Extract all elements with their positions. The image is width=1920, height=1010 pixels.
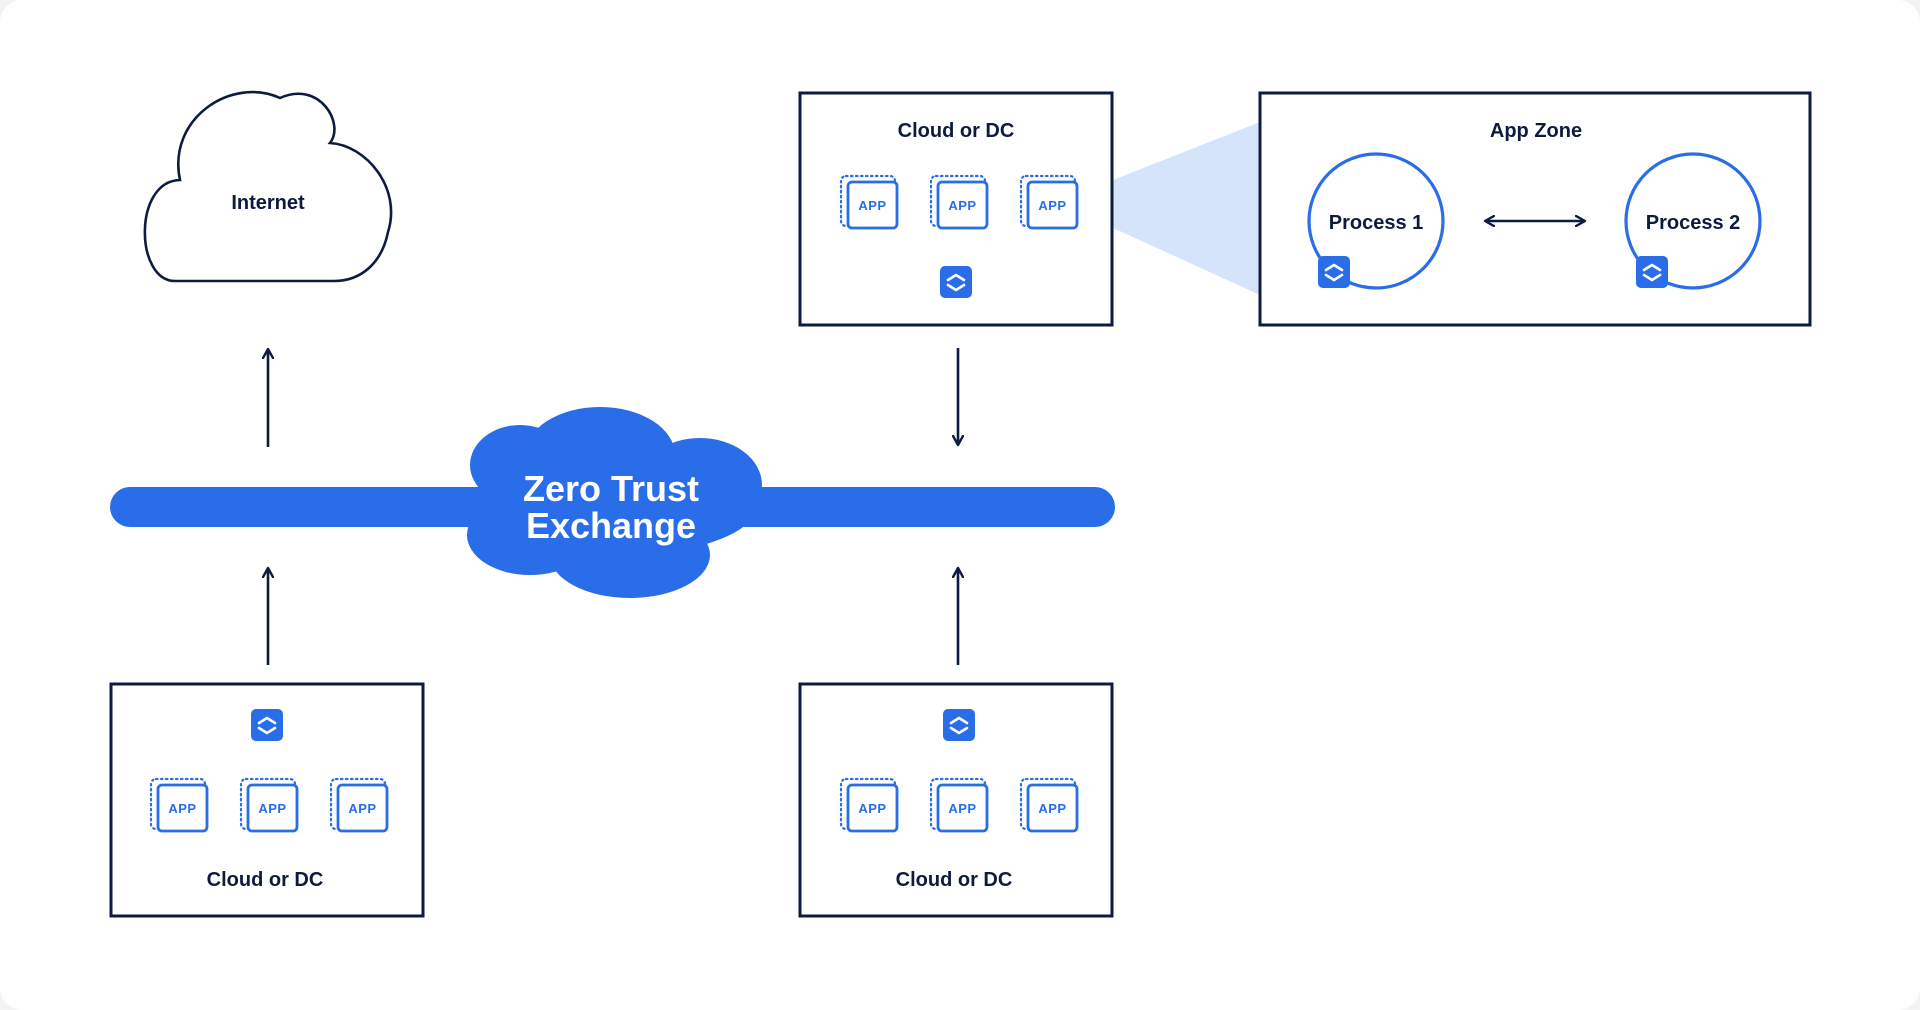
app-label: APP <box>258 801 286 816</box>
app-connector-icon <box>251 709 283 741</box>
app-connector-icon <box>940 266 972 298</box>
internet-label: Internet <box>231 192 305 214</box>
exchange-label-line1: Zero Trust <box>523 468 699 509</box>
app-icon: APP <box>839 174 899 230</box>
cloud-icon <box>143 90 393 283</box>
app-icon: APP <box>929 174 989 230</box>
zero-trust-exchange: Zero Trust Exchange <box>110 407 1115 598</box>
zone-beam <box>1113 122 1260 295</box>
app-label: APP <box>858 801 886 816</box>
bottom-left-dc-label: Cloud or DC <box>207 869 324 891</box>
bottom-left-cloud-dc: APP APP APP Cloud or DC <box>109 682 425 918</box>
process-1-circle <box>1307 152 1445 290</box>
app-label: APP <box>348 801 376 816</box>
app-connector-icon <box>943 709 975 741</box>
app-icon: APP <box>239 777 299 833</box>
app-label: APP <box>948 198 976 213</box>
app-connector-icon <box>1318 256 1350 288</box>
app-label: APP <box>1038 801 1066 816</box>
process-1-label: Process 1 <box>1329 212 1424 234</box>
bottom-right-cloud-dc: APP APP APP Cloud or DC <box>798 682 1114 918</box>
bottom-right-dc-label: Cloud or DC <box>896 869 1013 891</box>
app-icon: APP <box>1019 174 1079 230</box>
process-2-label: Process 2 <box>1646 212 1741 234</box>
app-label: APP <box>858 198 886 213</box>
internet-cloud: Internet <box>143 90 393 283</box>
app-label: APP <box>1038 198 1066 213</box>
exchange-label-line2: Exchange <box>526 505 696 546</box>
top-dc-label: Cloud or DC <box>898 120 1015 142</box>
process-2-circle <box>1624 152 1762 290</box>
app-zone-title: App Zone <box>1490 120 1582 142</box>
app-icon: APP <box>149 777 209 833</box>
app-label: APP <box>948 801 976 816</box>
exchange-cloud-icon <box>465 407 762 598</box>
app-icon: APP <box>929 777 989 833</box>
app-icon: APP <box>839 777 899 833</box>
top-cloud-dc: Cloud or DC APP APP APP <box>798 91 1114 327</box>
app-icon: APP <box>329 777 389 833</box>
app-connector-icon <box>1636 256 1668 288</box>
app-label: APP <box>168 801 196 816</box>
app-zone: App Zone Process 1 Process 2 <box>1258 91 1812 327</box>
app-icon: APP <box>1019 777 1079 833</box>
